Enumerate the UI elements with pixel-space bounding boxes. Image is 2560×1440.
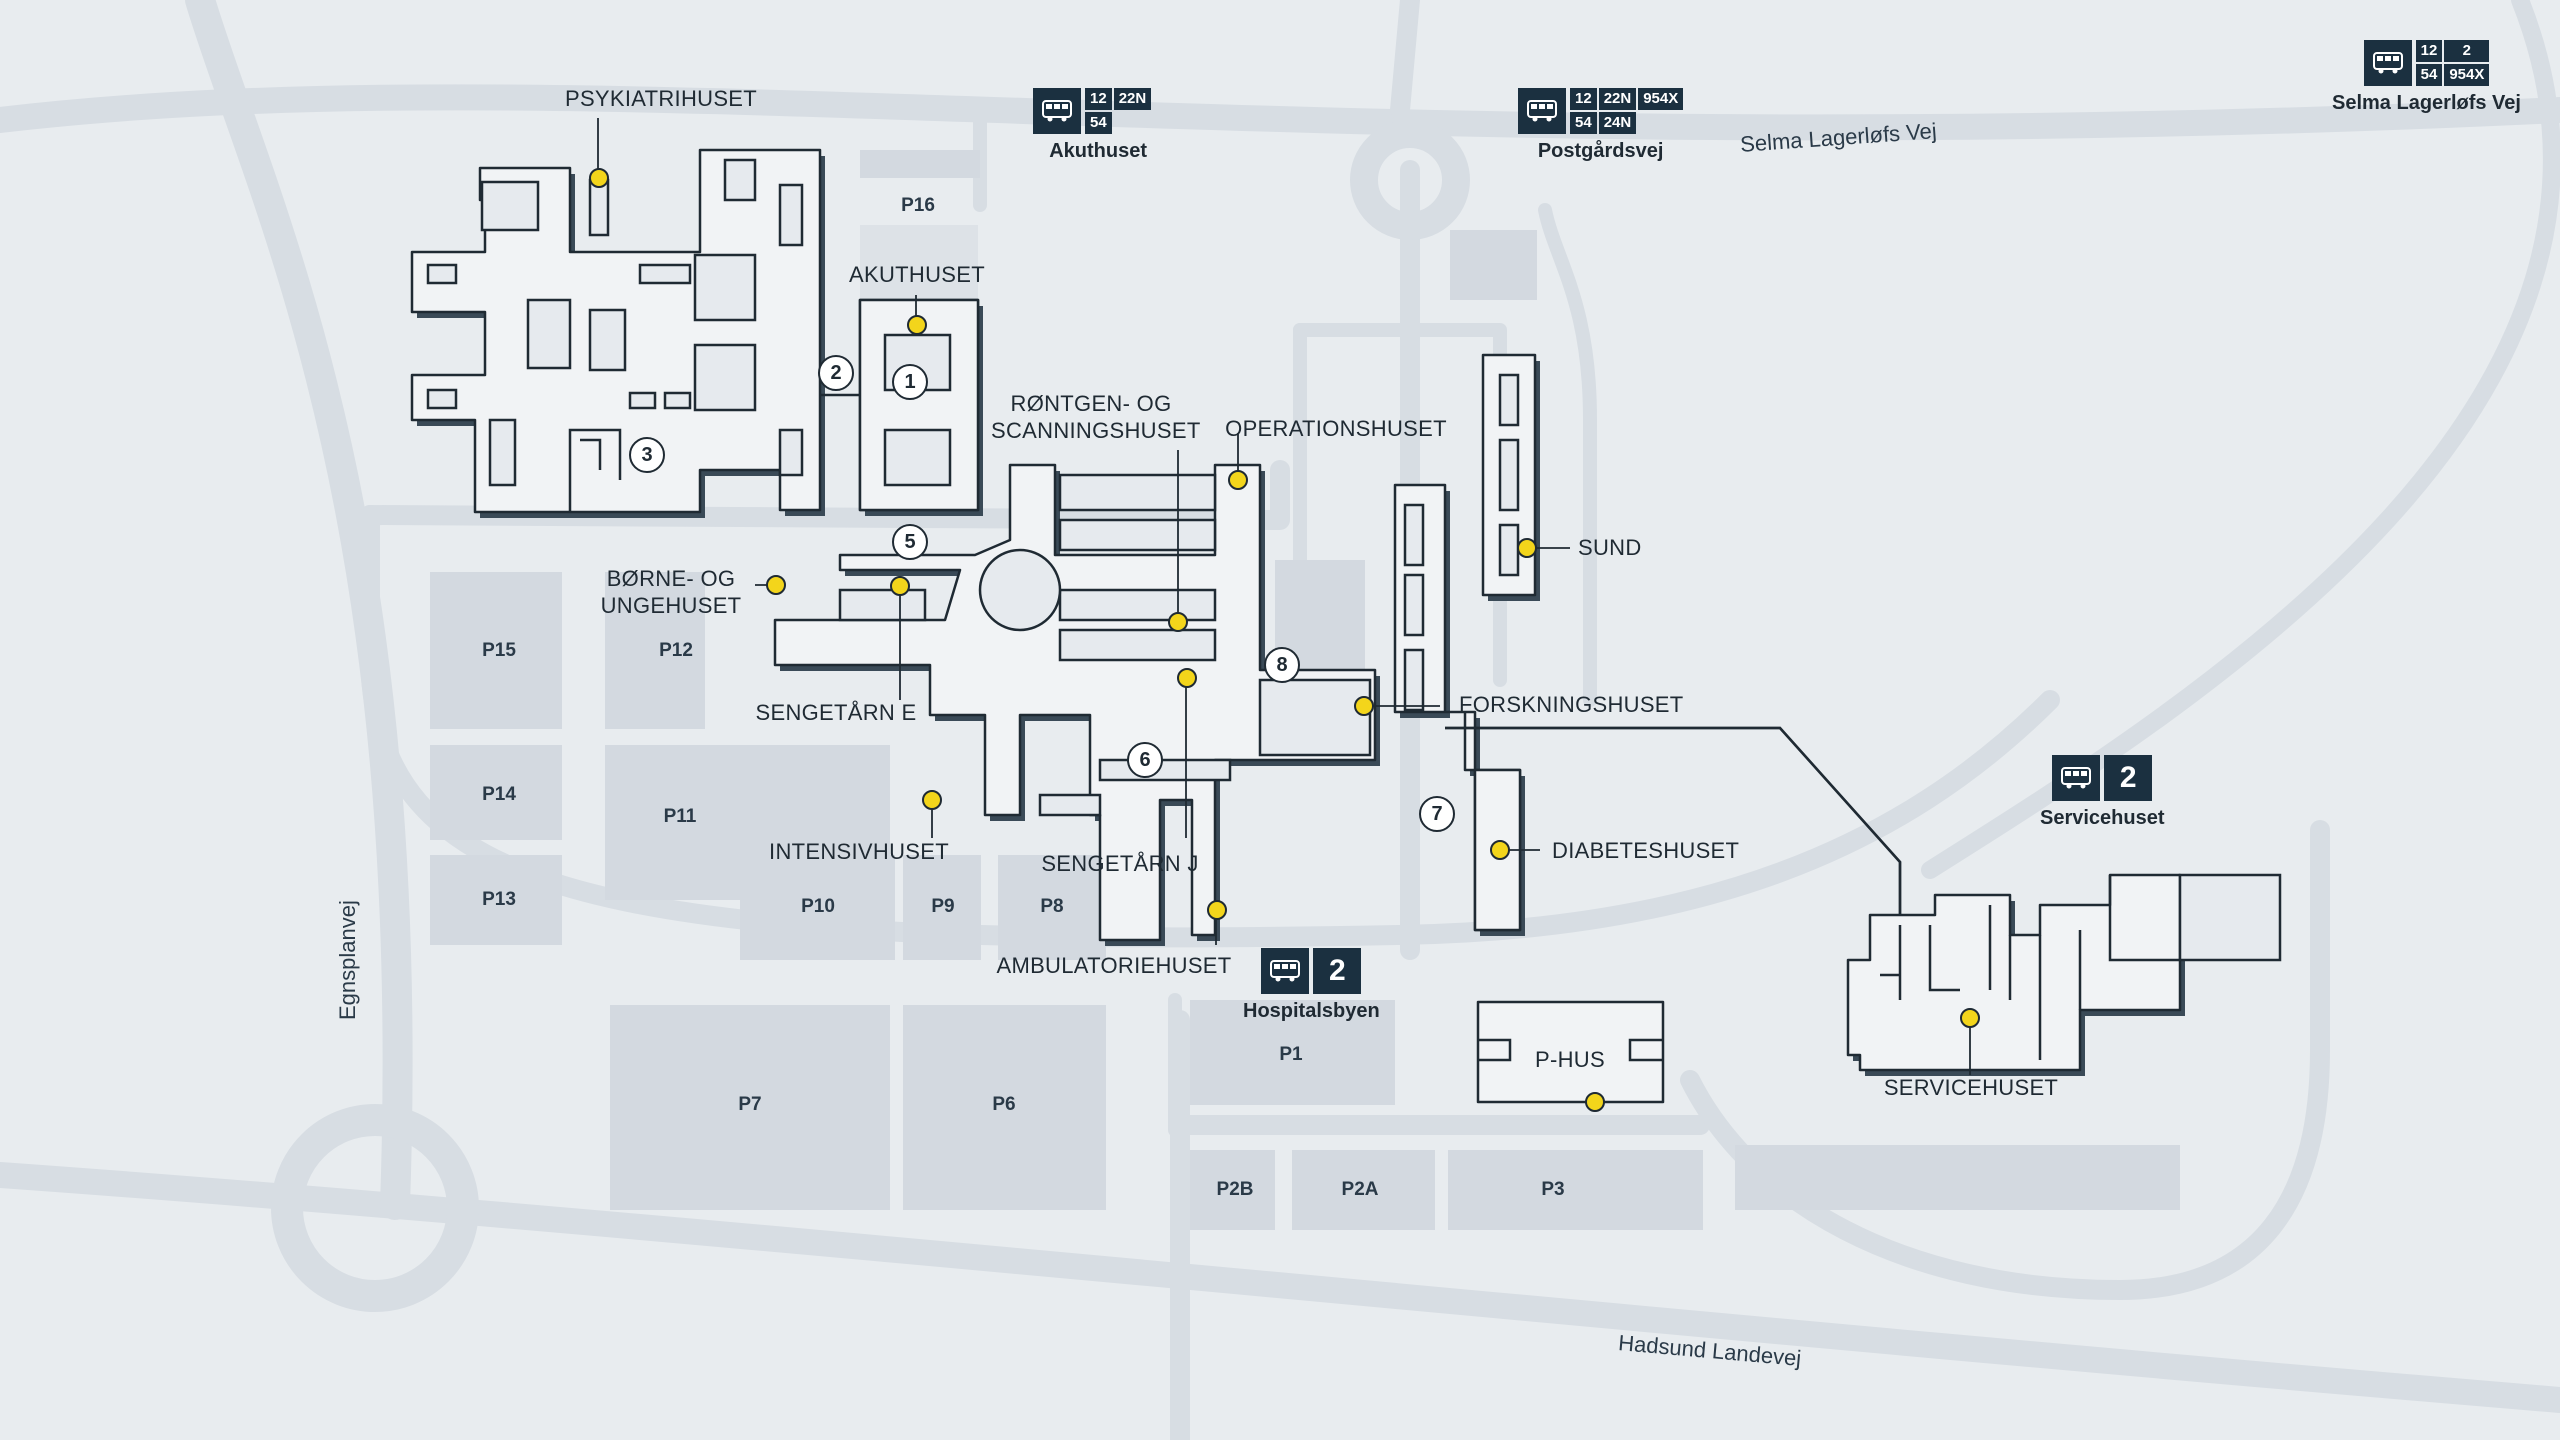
bus-stop-name: Postgårdsvej xyxy=(1537,140,1664,162)
bus-route-badge: 22N xyxy=(1598,88,1637,110)
entrance-5-icon[interactable]: 5 xyxy=(892,524,928,560)
label-sengetarn-j[interactable]: SENGETÅRN J xyxy=(1041,851,1199,876)
label-akuthuset[interactable]: AKUTHUSET xyxy=(849,262,985,287)
bus-stop-name: Selma Lagerløfs Vej xyxy=(2332,92,2521,114)
bus-icon xyxy=(2052,755,2101,801)
bus-route-badge: 54 xyxy=(1570,112,1597,134)
label-servicehuset[interactable]: SERVICEHUSET xyxy=(1883,1075,2059,1100)
parking-p12: P12 xyxy=(659,640,693,661)
entrance-6-icon[interactable]: 6 xyxy=(1127,742,1163,778)
location-dot-icon[interactable] xyxy=(1585,1092,1605,1112)
location-dot-icon[interactable] xyxy=(1960,1008,1980,1028)
location-dot-icon[interactable] xyxy=(1228,470,1248,490)
bus-route-badge: 12 xyxy=(1085,88,1112,110)
label-psykiatrihuset[interactable]: PSYKIATRIHUSET xyxy=(564,86,758,111)
bus-route-badge: 954X xyxy=(1638,88,1684,110)
parking-p14: P14 xyxy=(482,784,516,805)
parking-p2b: P2B xyxy=(1216,1179,1254,1200)
buildings xyxy=(410,148,2282,1104)
parking-p11: P11 xyxy=(663,806,697,827)
bus-route-badge: 54 xyxy=(2415,64,2443,86)
bus-route-badge: 22N xyxy=(1113,88,1152,110)
bus-route-badge: 2 xyxy=(1313,948,1362,994)
bus-stop-name: Hospitalsbyen xyxy=(1243,1000,1380,1022)
label-forskningshuset[interactable]: FORSKNINGSHUSET xyxy=(1459,692,1684,717)
parking-p8: P8 xyxy=(1040,896,1064,917)
location-dot-icon[interactable] xyxy=(1207,900,1227,920)
parking-p2a: P2A xyxy=(1341,1179,1379,1200)
label-rontgen-og-scanningshuset[interactable]: RØNTGEN- OG SCANNINGSHUSET xyxy=(991,391,1201,443)
bus-route-badge: 2 xyxy=(2444,40,2490,62)
parking-p7: P7 xyxy=(738,1094,762,1115)
bus-stop-servicehuset[interactable]: 2 Servicehuset xyxy=(2040,755,2165,830)
parking-p3: P3 xyxy=(1541,1179,1565,1200)
label-sund[interactable]: SUND xyxy=(1578,535,1642,560)
location-dot-icon[interactable] xyxy=(1177,668,1197,688)
location-dot-icon[interactable] xyxy=(1490,840,1510,860)
parking-p6: P6 xyxy=(992,1094,1016,1115)
parking-p-hus: P-HUS xyxy=(1535,1047,1605,1072)
label-diabeteshuset[interactable]: DIABETESHUSET xyxy=(1552,838,1740,863)
location-dot-icon[interactable] xyxy=(890,576,910,596)
bus-icon xyxy=(1261,948,1310,994)
bus-route-badge: 24N xyxy=(1598,112,1637,134)
bus-icon xyxy=(2363,40,2412,86)
location-dot-icon[interactable] xyxy=(922,790,942,810)
bus-stop-name: Servicehuset xyxy=(2040,807,2165,829)
parking-p15: P15 xyxy=(482,640,516,661)
street-egnsplanvej: Egnsplanvej xyxy=(335,900,360,1020)
label-ambulatoriehuset[interactable]: AMBULATORIEHUSET xyxy=(996,953,1232,978)
location-dot-icon[interactable] xyxy=(1517,538,1537,558)
location-dot-icon[interactable] xyxy=(589,168,609,188)
entrance-1-icon[interactable]: 1 xyxy=(892,364,928,400)
entrance-8-icon[interactable]: 8 xyxy=(1264,647,1300,683)
location-dot-icon[interactable] xyxy=(907,315,927,335)
entrance-2-icon[interactable]: 2 xyxy=(818,355,854,391)
label-leader-lines xyxy=(597,118,1971,1075)
bus-stop-selma-lagerlofs-vej[interactable]: 12 2 54 954X Selma Lagerløfs Vej xyxy=(2332,40,2521,115)
parking-p1: P1 xyxy=(1279,1044,1303,1065)
label-intensivhuset[interactable]: INTENSIVHUSET xyxy=(769,839,949,864)
parking-p9: P9 xyxy=(931,896,955,917)
bus-route-badge: 54 xyxy=(1085,112,1112,134)
parking-p10: P10 xyxy=(801,896,835,917)
bus-stop-hospitalsbyen[interactable]: 2 Hospitalsbyen xyxy=(1243,948,1380,1023)
parking-p16: P16 xyxy=(901,195,935,216)
bus-route-badge: 12 xyxy=(1570,88,1597,110)
location-dot-icon[interactable] xyxy=(766,575,786,595)
parking-p13: P13 xyxy=(482,889,516,910)
bus-stop-name: Akuthuset xyxy=(1049,140,1147,162)
entrance-3-icon[interactable]: 3 xyxy=(629,437,665,473)
bus-route-badge: 2 xyxy=(2104,755,2153,801)
bus-route-badge: 954X xyxy=(2444,64,2490,86)
label-sengetarn-e[interactable]: SENGETÅRN E xyxy=(755,700,917,725)
bus-icon xyxy=(1033,88,1081,134)
bus-route-badge: 12 xyxy=(2415,40,2443,62)
label-borne-og-ungehuset[interactable]: BØRNE- OG UNGEHUSET xyxy=(600,566,742,618)
bus-stop-akuthuset[interactable]: 12 22N 54 Akuthuset xyxy=(1033,88,1163,163)
parking-areas xyxy=(430,150,2180,1230)
location-dot-icon[interactable] xyxy=(1168,612,1188,632)
location-dot-icon[interactable] xyxy=(1354,696,1374,716)
entrance-7-icon[interactable]: 7 xyxy=(1419,796,1455,832)
label-operationshuset[interactable]: OPERATIONSHUSET xyxy=(1225,416,1447,441)
bus-stop-postgardsvej[interactable]: 12 22N 954X 54 24N Postgårdsvej xyxy=(1518,88,1684,163)
bus-icon xyxy=(1518,88,1566,134)
